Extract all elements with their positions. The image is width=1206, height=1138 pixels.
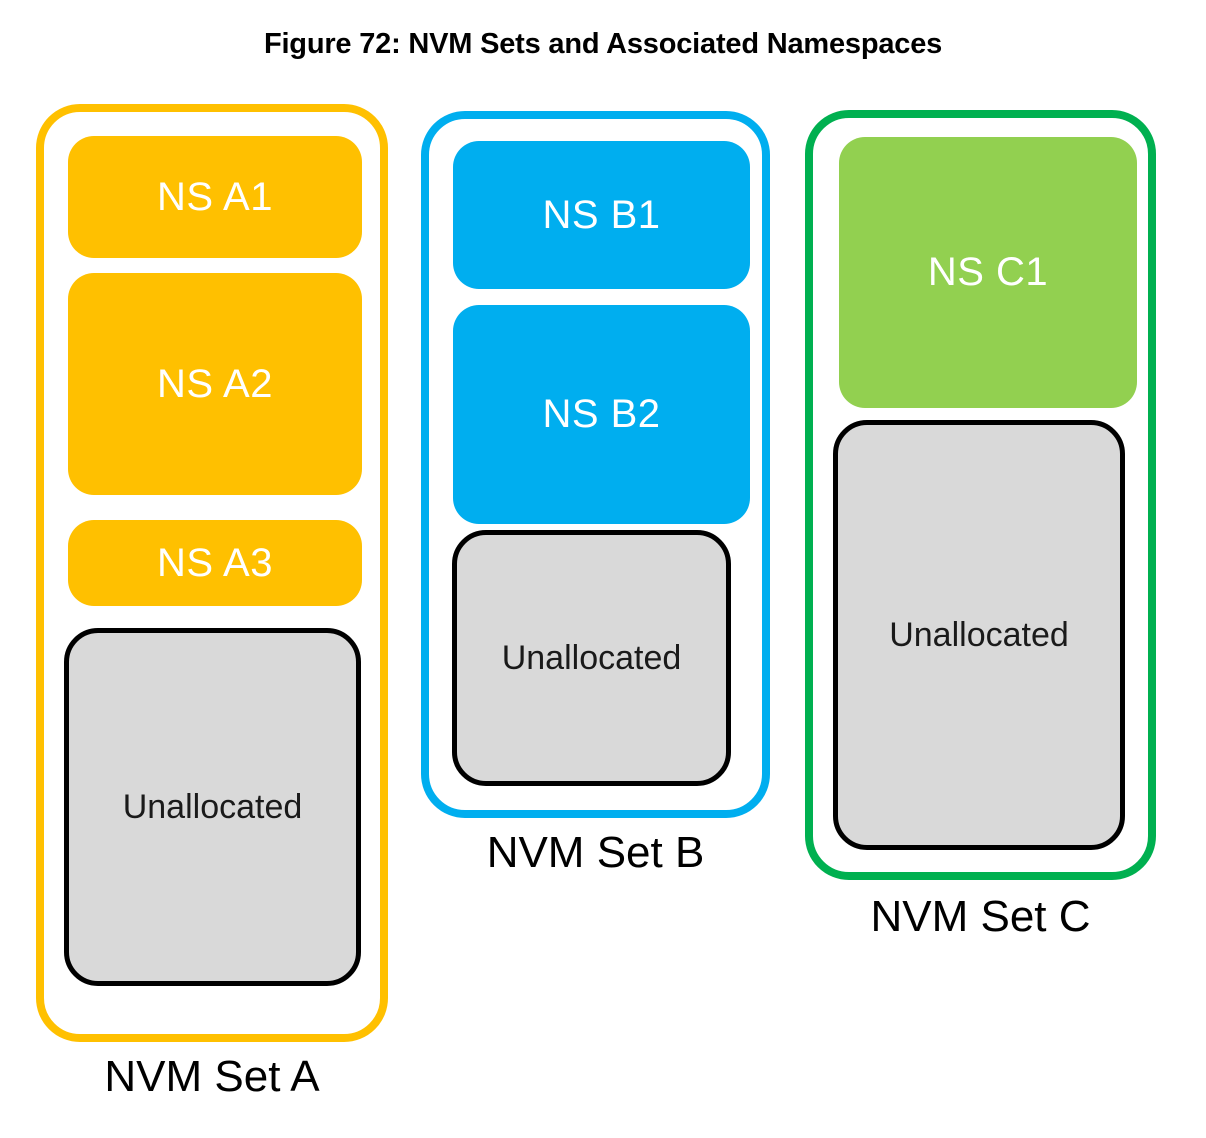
nvm-set-b-caption: NVM Set B [486, 828, 705, 877]
nvm-set-a-caption: NVM Set A [104, 1052, 320, 1101]
namespace-block-ns-c1: NS C1 [839, 137, 1137, 408]
figure-title: Figure 72: NVM Sets and Associated Names… [263, 28, 943, 60]
namespace-block-ns-a3: NS A3 [68, 520, 362, 606]
unallocated-block-set-a: Unallocated [64, 628, 361, 986]
namespace-block-ns-a2: NS A2 [68, 273, 362, 495]
namespace-block-ns-b2: NS B2 [453, 305, 750, 524]
namespace-block-ns-b1: NS B1 [453, 141, 750, 289]
unallocated-block-set-b: Unallocated [452, 530, 731, 786]
namespace-block-ns-a1: NS A1 [68, 136, 362, 258]
unallocated-block-set-c: Unallocated [833, 420, 1125, 850]
nvm-set-c-caption: NVM Set C [870, 892, 1091, 941]
